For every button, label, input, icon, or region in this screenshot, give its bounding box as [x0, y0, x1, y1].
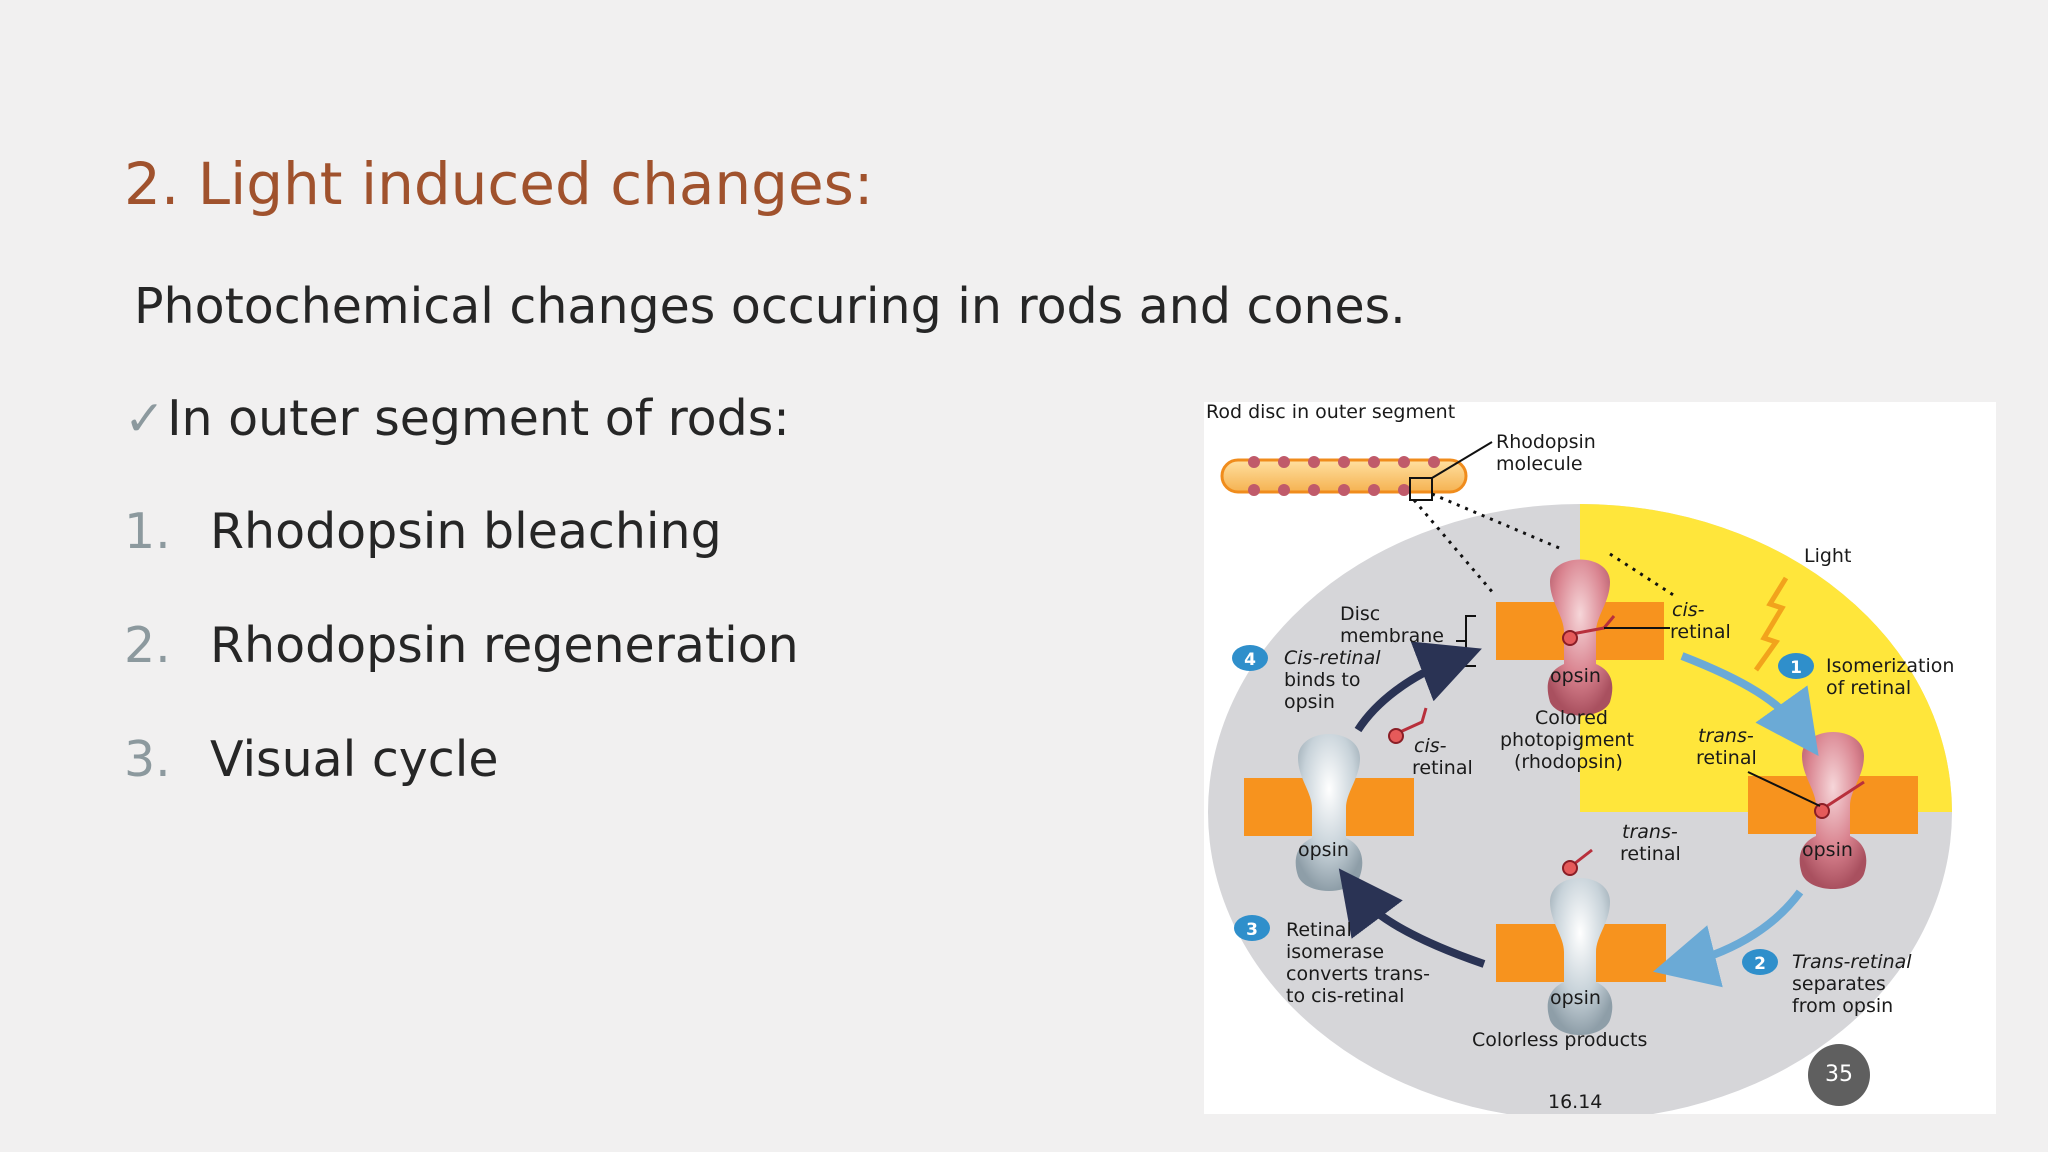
list-text: Rhodopsin regeneration — [210, 617, 799, 674]
step-1-line-1: Isomerization — [1826, 655, 1954, 677]
list-text: Visual cycle — [210, 731, 499, 788]
step-3-line-1: Retinal — [1286, 919, 1352, 941]
colored-photopigment-3: (rhodopsin) — [1514, 751, 1623, 773]
list-number: 2. — [124, 617, 171, 674]
figure-header: Rod disc in outer segment — [1206, 402, 1455, 423]
step-4-line-3: opsin — [1284, 691, 1335, 713]
step-2-number: 2 — [1754, 954, 1766, 974]
opsin-label-right: opsin — [1802, 839, 1853, 861]
step-3-line-2: isomerase — [1286, 941, 1384, 963]
step-2-line-2: separates — [1792, 973, 1886, 995]
colored-photopigment-1: Colored — [1535, 707, 1608, 729]
disc-membrane-1: Disc — [1340, 603, 1380, 625]
cis-retinal-left-1: cis- — [1414, 735, 1447, 757]
step-badge — [1742, 949, 1778, 975]
arrow-step-3 — [1338, 868, 1486, 968]
disc-membrane-2: membrane — [1340, 625, 1444, 647]
step-4-line-1: Cis-retinal — [1284, 647, 1381, 669]
colored-photopigment-2: photopigment — [1500, 729, 1634, 751]
step-1-line-2: of retinal — [1826, 677, 1911, 699]
rod-disc — [1220, 441, 1679, 600]
opsin-label-top: opsin — [1550, 665, 1601, 687]
list-item: 1. Rhodopsin bleaching — [124, 503, 722, 560]
cis-retinal-top-1: cis- — [1672, 599, 1705, 621]
visual-cycle-figure: Rod disc in outer segment Rhodopsin mole… — [1204, 402, 1996, 1114]
step-2-line-1: Trans-retinal — [1792, 951, 1912, 973]
trans-retinal-right-1: trans- — [1698, 725, 1754, 747]
step-3-line-4: to cis-retinal — [1286, 985, 1404, 1007]
rhodopsin-right — [1747, 732, 1918, 889]
step-3-line-3: converts trans- — [1286, 963, 1430, 985]
cis-retinal-top-2: retinal — [1670, 621, 1731, 643]
opsin-left — [1244, 707, 1428, 891]
slide-subtitle: Photochemical changes occuring in rods a… — [134, 278, 1406, 335]
step-badge — [1778, 653, 1814, 679]
step-badge — [1234, 915, 1270, 941]
step-2: 2 Trans-retinal separates from opsin — [1742, 949, 1912, 1017]
step-1-number: 1 — [1790, 658, 1802, 678]
section-heading: ✓In outer segment of rods: — [124, 390, 790, 447]
visual-cycle-diagram: Rod disc in outer segment Rhodopsin mole… — [1206, 402, 1954, 1114]
slide-title: 2. Light induced changes: — [124, 150, 874, 218]
list-number: 1. — [124, 503, 171, 560]
step-4-line-2: binds to — [1284, 669, 1360, 691]
light-bolt-icon — [1753, 576, 1789, 672]
opsin-label-bottom: opsin — [1550, 987, 1601, 1009]
opsin-label-left: opsin — [1298, 839, 1349, 861]
list-number: 3. — [124, 731, 171, 788]
arrow-step-4 — [1354, 641, 1482, 733]
step-4-number: 4 — [1244, 650, 1256, 670]
rhodopsin-label-1: Rhodopsin — [1496, 431, 1596, 453]
step-3-number: 3 — [1246, 920, 1258, 940]
step-badge — [1232, 645, 1268, 671]
trans-retinal-bottom-2: retinal — [1620, 843, 1681, 865]
trans-retinal-right-2: retinal — [1696, 747, 1757, 769]
step-4: 4 Cis-retinal binds to opsin — [1232, 645, 1381, 713]
light-label: Light — [1804, 545, 1851, 567]
arrow-step-2 — [1652, 889, 1804, 988]
rhodopsin-top — [1456, 559, 1670, 716]
opsin-bottom — [1496, 848, 1666, 1035]
colorless-products: Colorless products — [1472, 1029, 1647, 1051]
step-1: 1 Isomerization of retinal — [1778, 653, 1954, 699]
rhodopsin-label-2: molecule — [1496, 453, 1583, 475]
trans-retinal-bottom-1: trans- — [1622, 821, 1678, 843]
step-3: 3 Retinal isomerase converts trans- to c… — [1234, 915, 1430, 1007]
figure-number: 16.14 — [1548, 1091, 1602, 1113]
checkmark-icon: ✓ — [124, 390, 166, 447]
list-item: 2. Rhodopsin regeneration — [124, 617, 799, 674]
list-text: Rhodopsin bleaching — [210, 503, 722, 560]
list-item: 3. Visual cycle — [124, 731, 499, 788]
arrow-step-1 — [1680, 652, 1819, 757]
page-number-badge: 35 — [1808, 1044, 1870, 1106]
cis-retinal-left-2: retinal — [1412, 757, 1473, 779]
section-label: In outer segment of rods: — [167, 390, 790, 447]
step-2-line-3: from opsin — [1792, 995, 1893, 1017]
